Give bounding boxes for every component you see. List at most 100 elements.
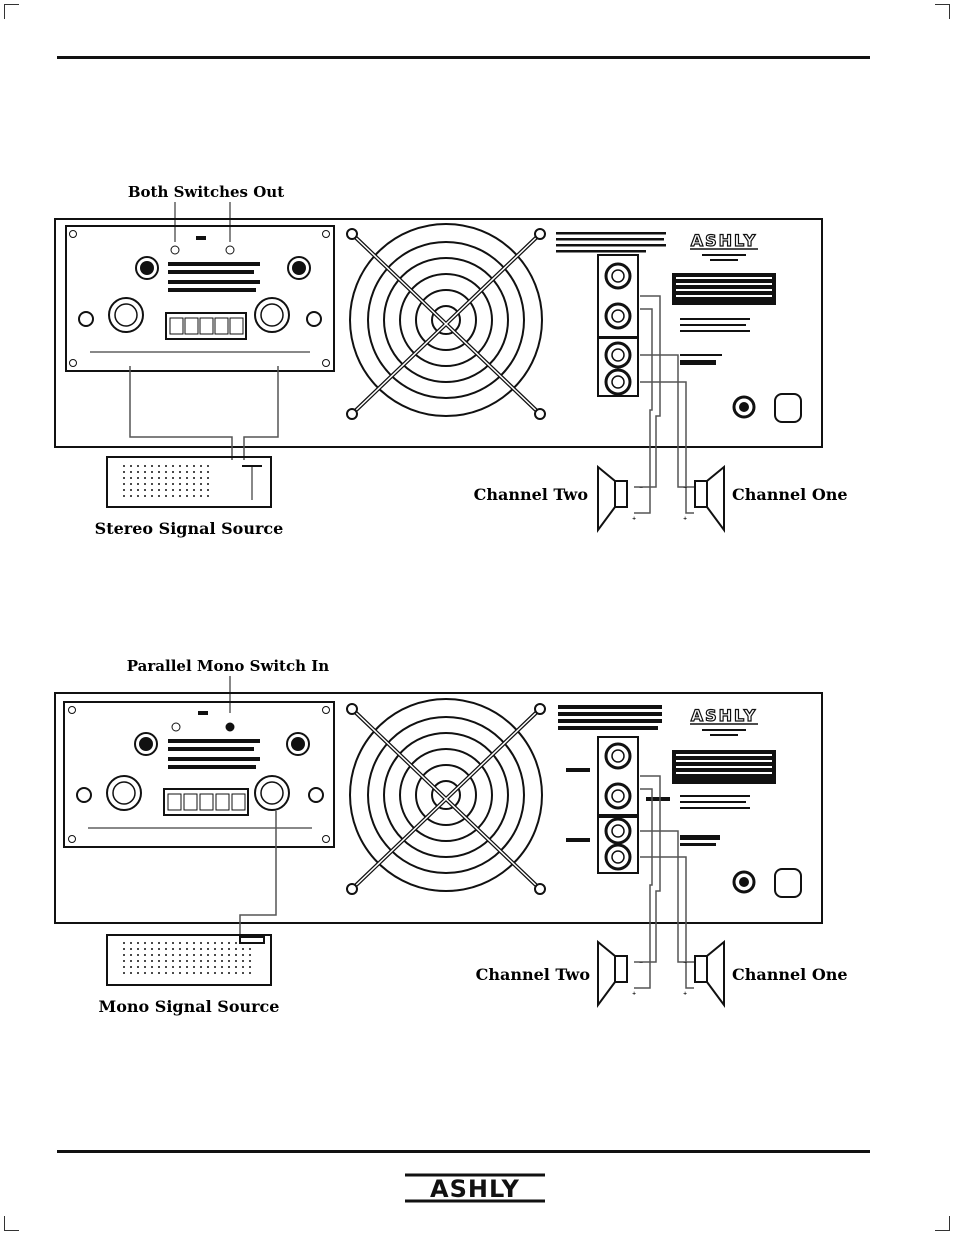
vent-dot — [130, 942, 132, 944]
mono-switch-out-icon[interactable] — [226, 246, 234, 254]
vent-dot — [214, 948, 216, 950]
vent-dot — [137, 465, 139, 467]
vent-dot — [186, 471, 188, 473]
polarity-plus: + — [683, 991, 687, 997]
vent-dot — [207, 489, 209, 491]
vent-dot — [179, 495, 181, 497]
breaker-cap-icon — [739, 877, 749, 887]
channel-two-label: Channel Two — [474, 485, 589, 504]
vent-dot — [137, 477, 139, 479]
vent-dot — [186, 948, 188, 950]
vent-dot — [172, 966, 174, 968]
vent-dot — [207, 495, 209, 497]
vent-dot — [249, 966, 251, 968]
channel-one-xlr-input-icon[interactable] — [107, 776, 141, 810]
channel-one-xlr-input-icon[interactable] — [109, 298, 143, 332]
input-module-plate — [66, 226, 334, 371]
vent-dot — [207, 966, 209, 968]
vent-dot — [137, 471, 139, 473]
vent-dot — [249, 972, 251, 974]
vent-dot — [158, 477, 160, 479]
input-module — [64, 702, 334, 847]
vent-dot — [165, 942, 167, 944]
power-inlet-icon[interactable] — [775, 869, 801, 897]
phone-jack-left-icon[interactable] — [77, 788, 91, 802]
panel-text-block — [168, 739, 260, 743]
input-module-plate — [64, 702, 334, 847]
channel-two-xlr-input-icon[interactable] — [255, 776, 289, 810]
vent-dot — [144, 954, 146, 956]
polarity-plus: + — [683, 516, 687, 522]
panel-text-block — [168, 747, 254, 751]
spec-label-lines — [676, 772, 772, 774]
vent-dot — [242, 966, 244, 968]
vent-dot — [151, 972, 153, 974]
vent-dot — [249, 954, 251, 956]
vent-dot — [200, 942, 202, 944]
vent-dot — [130, 483, 132, 485]
vent-dot — [200, 465, 202, 467]
vent-dot — [179, 948, 181, 950]
power-inlet-icon[interactable] — [775, 394, 801, 422]
vent-dot — [123, 483, 125, 485]
vent-dot — [165, 495, 167, 497]
vent-dot — [151, 966, 153, 968]
vent-dot — [200, 471, 202, 473]
vent-dot — [130, 477, 132, 479]
vent-dot — [193, 483, 195, 485]
phone-jack-right-icon[interactable] — [307, 312, 321, 326]
stereo-switch-out-icon[interactable] — [172, 723, 180, 731]
vent-dot — [151, 471, 153, 473]
speaker-binding-posts[interactable] — [598, 255, 638, 396]
spec-label-lines — [676, 754, 772, 756]
vent-dot — [200, 483, 202, 485]
vent-dot — [186, 954, 188, 956]
vent-dot — [228, 966, 230, 968]
vent-dot — [130, 495, 132, 497]
barrier-strip-terminals[interactable] — [164, 789, 248, 815]
vent-dot — [200, 954, 202, 956]
vent-dot — [172, 972, 174, 974]
vent-dot — [207, 465, 209, 467]
channel-two-xlr-input-icon[interactable] — [255, 298, 289, 332]
vent-dot — [151, 465, 153, 467]
polarity-plus: + — [632, 991, 636, 997]
panel-small-text — [680, 354, 722, 356]
vent-dot — [186, 465, 188, 467]
wiring-diagram-mono-svg: Parallel Mono Switch In — [0, 645, 954, 1025]
knob-cap-icon — [140, 261, 154, 275]
phone-jack-left-icon[interactable] — [79, 312, 93, 326]
vent-dot — [158, 960, 160, 962]
spec-label-lines — [676, 277, 772, 279]
barrier-strip-terminals[interactable] — [166, 313, 246, 339]
panel-warning-text — [556, 238, 664, 241]
input-wire-channel-one — [130, 366, 232, 460]
vent-dot — [137, 489, 139, 491]
screw-icon — [323, 836, 330, 843]
vent-dot — [158, 465, 160, 467]
vent-dot — [130, 960, 132, 962]
vent-dot — [172, 489, 174, 491]
crop-mark-bottom-right — [935, 1216, 950, 1231]
vent-dot — [123, 954, 125, 956]
spec-label-lines — [676, 289, 772, 291]
panel-small-text — [566, 768, 590, 772]
speaker-binding-posts[interactable] — [598, 737, 638, 873]
stereo-switch-out-icon[interactable] — [171, 246, 179, 254]
vent-dot — [207, 954, 209, 956]
vent-dot — [249, 960, 251, 962]
screw-icon — [70, 360, 77, 367]
vent-dot — [179, 960, 181, 962]
phone-jack-right-icon[interactable] — [309, 788, 323, 802]
vent-dot — [207, 471, 209, 473]
speaker-channel-two-icon — [598, 942, 627, 1005]
mono-switch-in-icon[interactable] — [226, 723, 234, 731]
knob-cap-icon — [291, 737, 305, 751]
vent-dot — [207, 483, 209, 485]
panel-small-text — [680, 835, 720, 840]
vent-dot — [165, 477, 167, 479]
vent-dot — [179, 954, 181, 956]
vent-dot — [221, 942, 223, 944]
vent-dot — [172, 477, 174, 479]
polarity-minus: − — [639, 960, 643, 966]
